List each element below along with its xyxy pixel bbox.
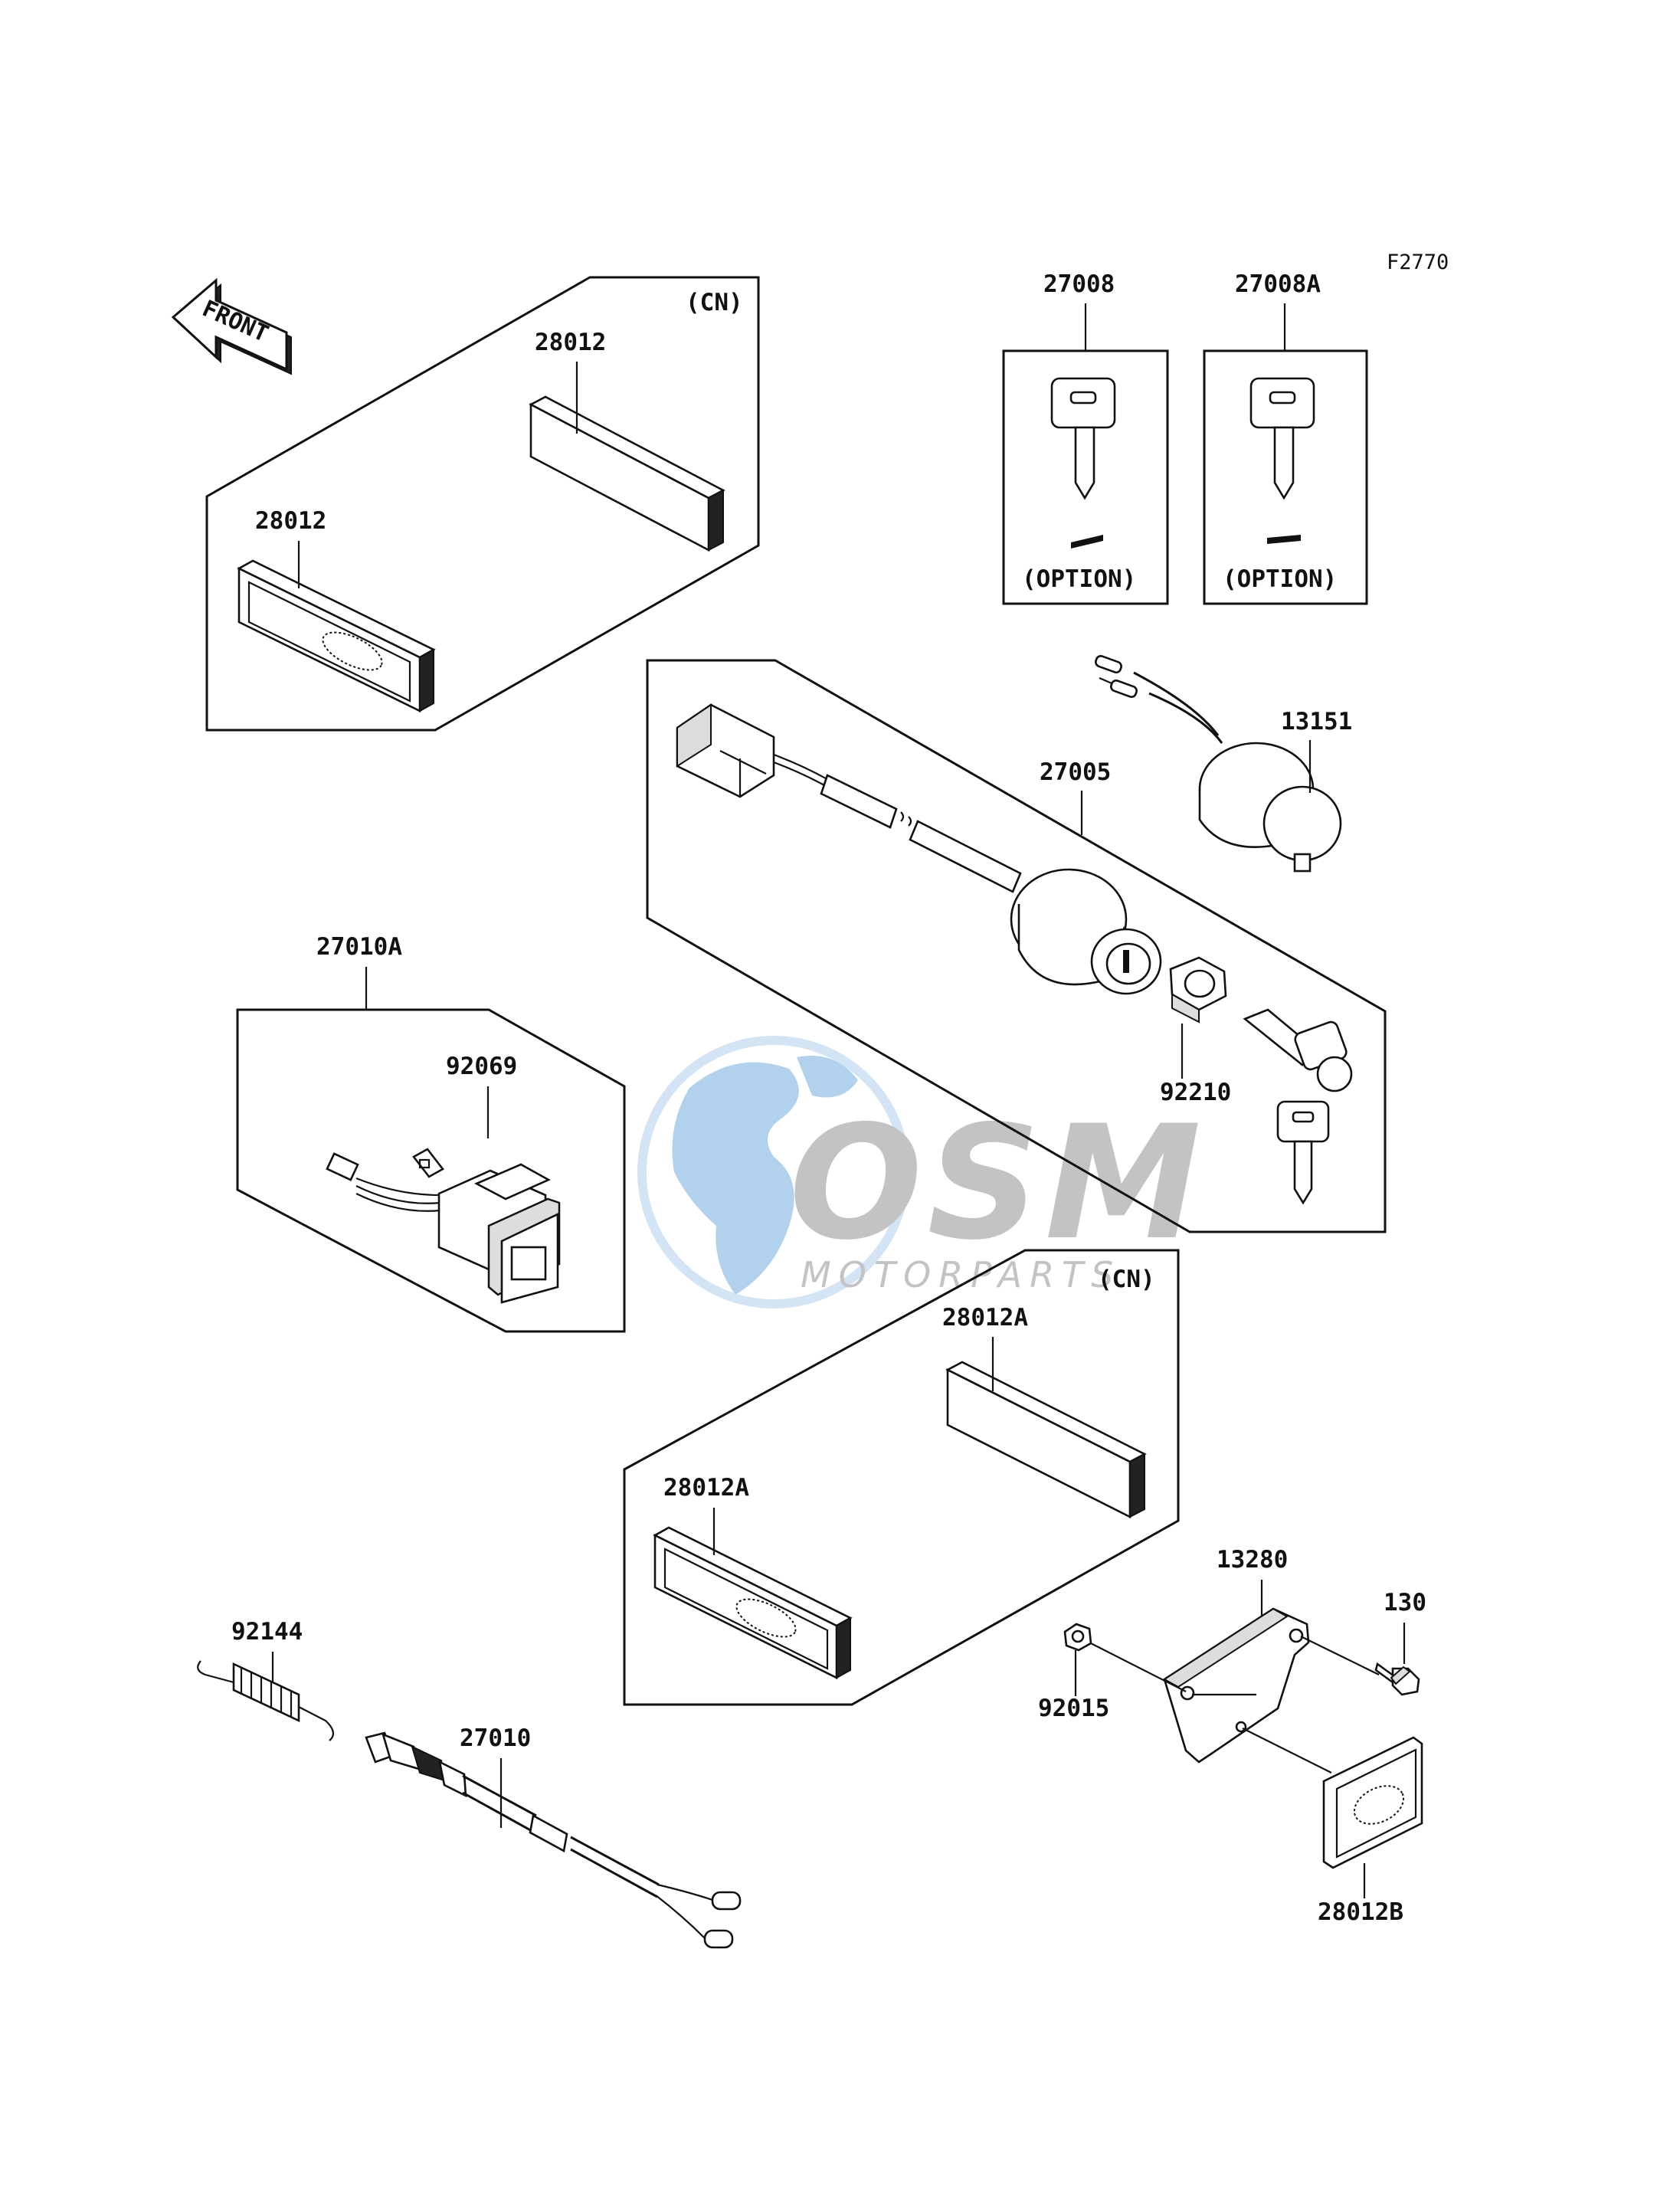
stop-switch-27010 xyxy=(365,1731,742,1949)
part-label-27010: 27010 xyxy=(460,1724,531,1752)
part-label-28012A-lower: 28012A xyxy=(663,1474,749,1502)
part-label-27010A: 27010A xyxy=(316,933,402,961)
part-label-27008A: 27008A xyxy=(1235,270,1321,298)
part-label-130: 130 xyxy=(1384,1589,1426,1616)
watermark-globe-continent xyxy=(672,1062,799,1295)
figure-code: F2770 xyxy=(1387,251,1449,274)
bracket-13280 xyxy=(1163,1607,1310,1764)
key-icon xyxy=(1249,377,1315,500)
part-label-13151: 13151 xyxy=(1281,708,1352,735)
nut-92210 xyxy=(1169,956,1227,1024)
box-outline xyxy=(623,1249,1180,1706)
bolt-130 xyxy=(1374,1662,1420,1696)
box-outline xyxy=(205,276,760,732)
part-label-92069: 92069 xyxy=(446,1053,517,1080)
part-label-92015: 92015 xyxy=(1038,1695,1109,1722)
cn-label-mid: (CN) xyxy=(1098,1266,1155,1293)
box-28012-cn: (CN) 28012 28012 xyxy=(205,276,760,732)
key-icon xyxy=(1050,377,1116,500)
part-label-28012B: 28012B xyxy=(1318,1898,1403,1926)
box-ignition-switch-27005: 27005 92210 xyxy=(646,654,1387,1233)
watermark-globe-ring xyxy=(637,1036,910,1308)
watermark-brand: OSM xyxy=(789,1092,1206,1275)
part-label-13280: 13280 xyxy=(1217,1546,1288,1574)
bracket-assembly: 13280 92015 130 xyxy=(1038,1546,1426,1926)
box-28012A-cn: (CN) 28012A 28012A xyxy=(623,1249,1180,1706)
part-label-27005: 27005 xyxy=(1040,758,1111,786)
box-outline xyxy=(646,659,1387,1233)
spring-92144 xyxy=(197,1660,335,1741)
part-label-92210: 92210 xyxy=(1160,1079,1231,1106)
option-label-2: (OPTION) xyxy=(1223,565,1337,593)
part-label-28012A-upper: 28012A xyxy=(942,1304,1028,1331)
box-switch-27010A: 27010A 92069 xyxy=(236,933,626,1333)
nut-92015 xyxy=(1063,1623,1092,1652)
reflector-28012B xyxy=(1322,1736,1423,1869)
box-key-27008A: 27008A (OPTION) xyxy=(1203,270,1368,605)
box-key-27008: 27008 (OPTION) xyxy=(1002,270,1169,605)
part-label-28012-lower: 28012 xyxy=(255,507,326,535)
part-label-27008: 27008 xyxy=(1043,270,1115,298)
part-label-92144: 92144 xyxy=(231,1618,303,1646)
front-arrow-icon: FRONT xyxy=(171,277,292,375)
watermark-globe-landmass xyxy=(797,1056,858,1098)
socket-13151 xyxy=(1095,654,1342,873)
watermark: OSM MOTORPARTS xyxy=(637,1036,1206,1308)
option-label-1: (OPTION) xyxy=(1022,565,1136,593)
bulb-92069 xyxy=(412,1148,444,1178)
watermark-sub: MOTORPARTS xyxy=(801,1254,1121,1295)
part-label-28012-upper: 28012 xyxy=(535,329,606,356)
key-pair-icon xyxy=(1243,1008,1353,1205)
cn-label-top: (CN) xyxy=(686,289,743,316)
box-outline xyxy=(236,1008,626,1333)
